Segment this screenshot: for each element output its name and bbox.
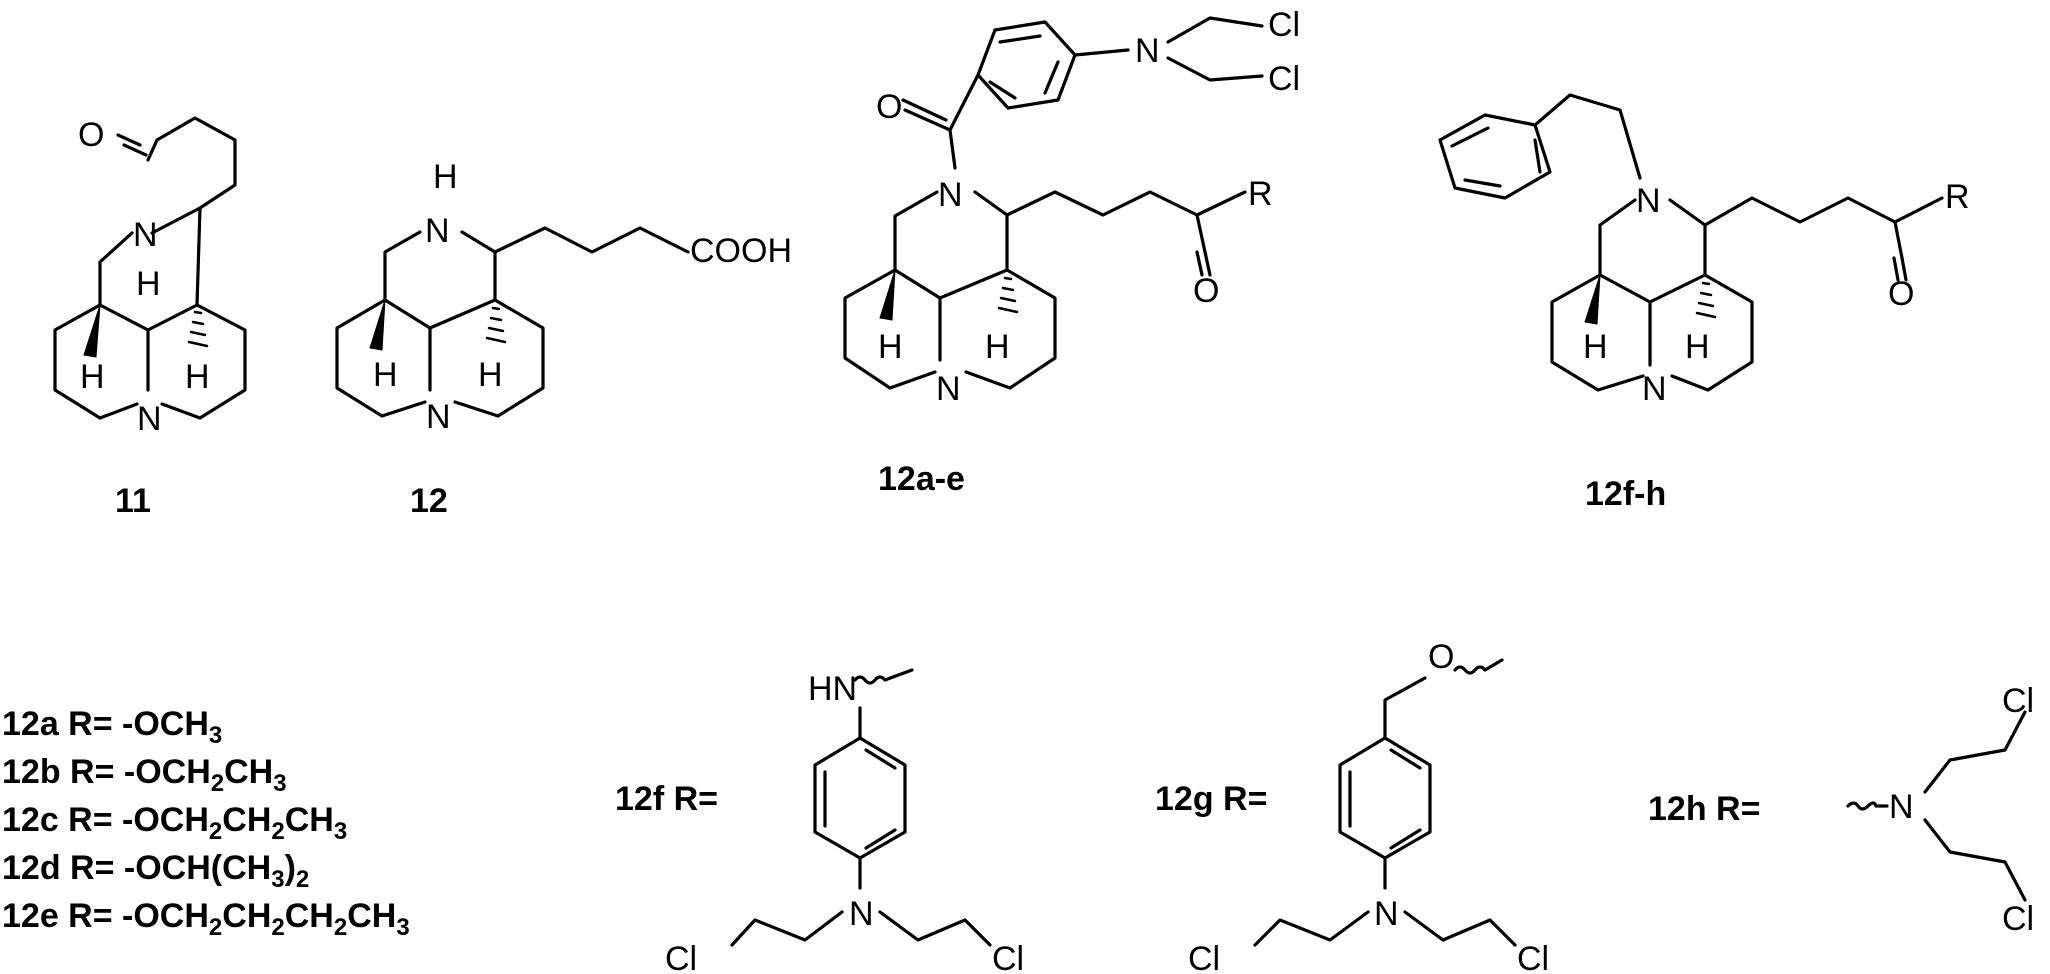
chlorine-atom: Cl [665, 940, 697, 974]
hydrogen-atom: H [185, 358, 210, 396]
chlorine-atom: Cl [1517, 940, 1549, 974]
compound-11: O N H H H N 11 [53, 116, 247, 520]
compound-label: 12f-h [1585, 475, 1666, 513]
r-group-12e: 12e R= -OCH2CH2CH2CH3 [2, 897, 410, 941]
chlorine-atom: Cl [1268, 6, 1300, 44]
substituent-label: 12g R= [1155, 780, 1267, 818]
nitrogen-atom: N [849, 895, 874, 933]
chlorine-atom: Cl [992, 940, 1024, 974]
stereo-hash [485, 306, 507, 344]
nitrogen-atom: N [1889, 788, 1914, 826]
substituent-12g: 12g R= O N Cl Cl [1155, 638, 1549, 974]
stereo-wedge [879, 269, 896, 321]
r-group-12c: 12c R= -OCH2CH2CH3 [2, 801, 347, 845]
compound-12a-e: O N Cl Cl N R O H H N 12a-e [843, 6, 1300, 498]
substituent-label: 12h R= [1648, 790, 1760, 828]
hydrogen-atom: H [478, 356, 503, 394]
attachment-squiggle [853, 668, 914, 685]
nitrogen-atom: N [1374, 895, 1399, 933]
nitrogen-atom: N [938, 176, 963, 214]
stereo-wedge [1584, 274, 1601, 325]
stereo-wedge [83, 304, 101, 358]
substituent-12f: 12f R= HN N Cl Cl [615, 668, 1024, 974]
compound-12f-h: N R O H H N 12f-h [1438, 93, 1970, 513]
chlorine-atom: Cl [1268, 60, 1300, 98]
substituent-label: 12f R= [615, 780, 718, 818]
stereo-wedge [369, 299, 386, 351]
substituent-12h: 12h R= N Cl Cl [1648, 682, 2034, 938]
amine-group: HN [808, 670, 857, 708]
nitrogen-atom: N [426, 398, 451, 436]
r-group-12a: 12a R= -OCH3 [2, 705, 222, 749]
oxygen-atom: O [1888, 275, 1914, 313]
oxygen-atom: O [876, 88, 902, 126]
nitrogen-atom: N [1135, 32, 1160, 70]
chlorine-atom: Cl [1188, 940, 1220, 974]
chlorine-atom: Cl [2002, 900, 2034, 938]
hydrogen-atom: H [80, 358, 105, 396]
nitrogen-atom: N [425, 212, 450, 250]
hydrogen-atom: H [985, 328, 1010, 366]
hydrogen-atom: H [373, 356, 398, 394]
hydrogen-atom: H [136, 265, 161, 303]
nitrogen-atom: N [1636, 182, 1661, 220]
r-group-12b: 12b R= -OCH2CH3 [2, 753, 287, 797]
stereo-hash [997, 276, 1019, 314]
compound-label: 12 [410, 482, 448, 520]
hydrogen-atom: H [878, 328, 903, 366]
r-group-list: 12a R= -OCH3 12b R= -OCH2CH3 12c R= -OCH… [2, 705, 410, 941]
compound-label: 11 [115, 482, 151, 520]
hydrogen-atom: H [433, 158, 458, 196]
oxygen-atom: O [1193, 272, 1219, 310]
oxygen-atom: O [78, 116, 104, 154]
hydrogen-atom: H [1583, 328, 1608, 366]
nitrogen-atom: N [936, 370, 961, 408]
carboxylic-acid-group: COOH [690, 232, 792, 270]
r-group-12d: 12d R= -OCH(CH3)2 [2, 849, 309, 893]
nitrogen-atom: N [133, 216, 158, 254]
stereo-hash [187, 310, 209, 348]
r-group: R [1248, 175, 1273, 213]
nitrogen-atom: N [137, 400, 162, 438]
compound-12: H N H H N COOH 12 [335, 158, 792, 520]
compound-label: 12a-e [878, 460, 965, 498]
hydrogen-atom: H [1685, 328, 1710, 366]
chlorine-atom: Cl [2002, 682, 2034, 720]
stereo-hash [1695, 281, 1717, 319]
attachment-squiggle [1453, 658, 1504, 675]
attachment-squiggle [1846, 801, 1889, 811]
nitrogen-atom: N [1642, 370, 1667, 408]
r-group: R [1945, 178, 1970, 216]
oxygen-atom: O [1428, 638, 1454, 676]
